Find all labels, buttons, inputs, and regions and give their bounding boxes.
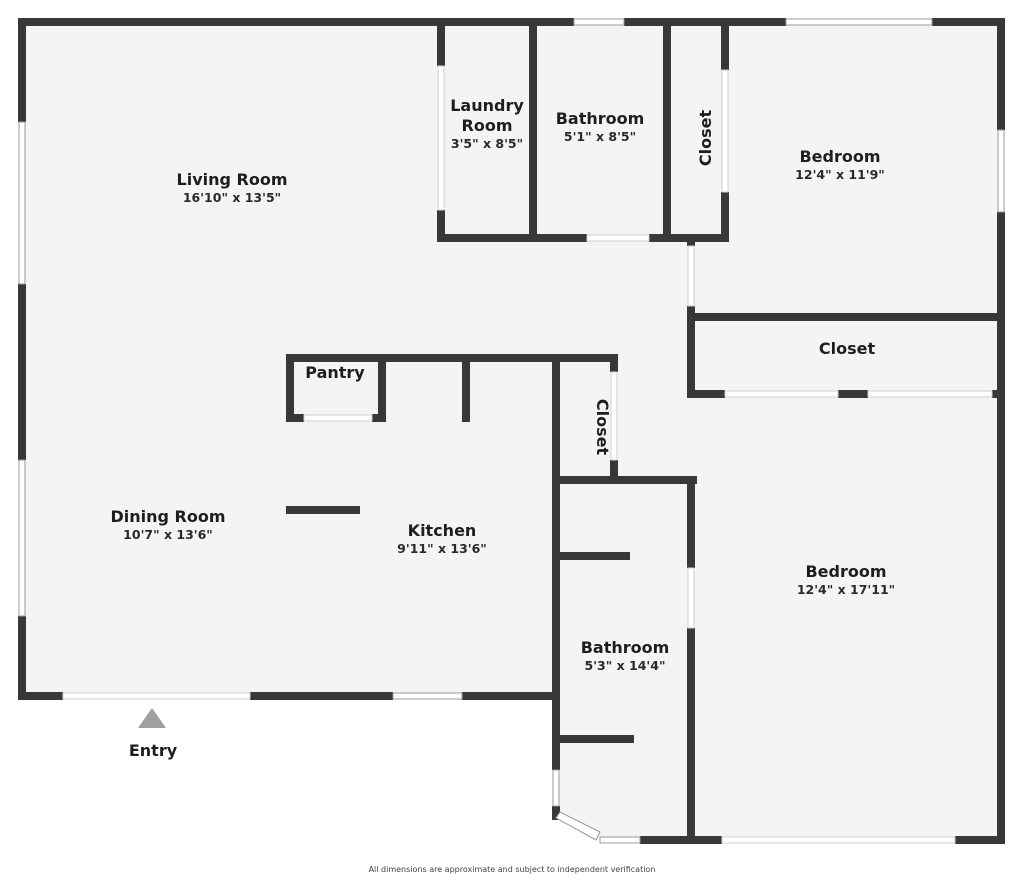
- room-name-line2: Room: [461, 116, 513, 135]
- room-bathroom-2: Bathroom 5'3" x 14'4": [581, 638, 670, 674]
- walls: [18, 18, 1005, 844]
- room-laundry-room: Laundry Room 3'5" x 8'5": [450, 96, 524, 152]
- room-name: Bathroom: [580, 638, 670, 657]
- room-pantry: Pantry: [305, 363, 364, 383]
- room-dimensions: 5'3" x 14'4": [584, 658, 666, 673]
- room-name: Living Room: [176, 170, 288, 189]
- room-name: Closet: [696, 109, 715, 167]
- room-name: Dining Room: [110, 507, 226, 526]
- entry-arrow-icon: [138, 708, 166, 728]
- room-dimensions: 12'4" x 11'9": [795, 167, 885, 182]
- room-dimensions: 16'10" x 13'5": [182, 190, 282, 205]
- room-closet-2: Closet: [819, 339, 875, 359]
- room-dimensions: 5'1" x 8'5": [563, 129, 637, 144]
- room-name: Kitchen: [407, 521, 477, 540]
- room-bedroom-1: Bedroom 12'4" x 11'9": [795, 147, 885, 183]
- room-closet-3: Closet: [592, 399, 612, 455]
- room-kitchen: Kitchen 9'11" x 13'6": [397, 521, 487, 557]
- room-bathroom-1: Bathroom 5'1" x 8'5": [556, 109, 645, 145]
- room-name: Bedroom: [799, 147, 881, 166]
- room-name: Bedroom: [805, 562, 887, 581]
- room-name: Closet: [818, 339, 876, 358]
- room-dimensions: 3'5" x 8'5": [450, 136, 524, 151]
- windows: [18, 18, 1005, 844]
- room-dimensions: 9'11" x 13'6": [397, 541, 487, 556]
- entry-label: Entry: [128, 741, 178, 760]
- floor-fill: [20, 20, 1003, 840]
- disclaimer-footer: All dimensions are approximate and subje…: [368, 865, 656, 874]
- room-name-line1: Laundry: [450, 96, 524, 115]
- room-name: Pantry: [305, 363, 365, 382]
- room-living-room: Living Room 16'10" x 13'5": [177, 170, 288, 206]
- doorways: [62, 65, 993, 844]
- room-dimensions: 10'7" x 13'6": [123, 527, 213, 542]
- room-bedroom-2: Bedroom 12'4" x 17'11": [797, 562, 895, 598]
- room-closet-1: Closet: [696, 110, 716, 166]
- room-dimensions: 12'4" x 17'11": [796, 582, 896, 597]
- room-name: Bathroom: [555, 109, 645, 128]
- room-dining-room: Dining Room 10'7" x 13'6": [110, 507, 225, 543]
- room-name: Closet: [593, 398, 612, 456]
